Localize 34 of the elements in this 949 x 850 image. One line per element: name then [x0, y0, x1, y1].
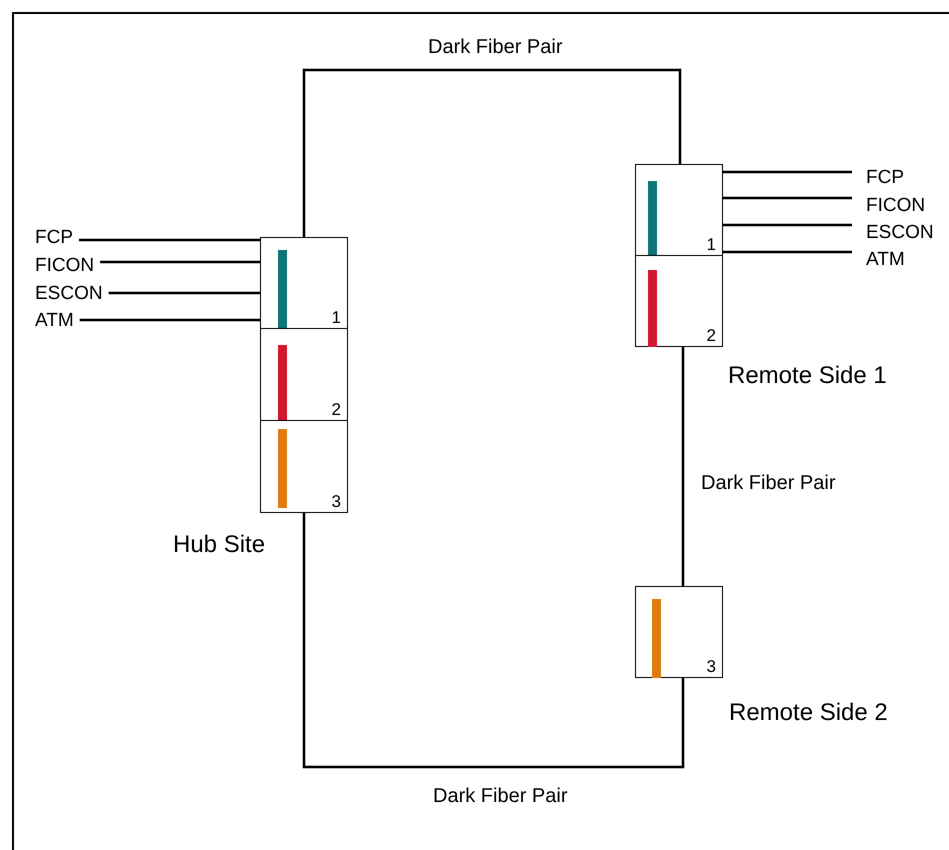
slot-number: 1 [706, 236, 716, 254]
protocol-label: FCP [852, 167, 947, 189]
signal-line [723, 196, 852, 200]
slot-box [635, 255, 723, 347]
fiber-line [682, 347, 684, 586]
signal-line [79, 238, 260, 242]
protocol-label: FICON [852, 195, 947, 217]
site-label: Hub Site [173, 531, 266, 559]
site-label: Remote Side 2 [729, 699, 888, 727]
slot-number: 3 [706, 658, 716, 676]
slot-number: 1 [332, 309, 341, 327]
signal-line [108, 292, 260, 294]
fiber-line [302, 68, 682, 237]
protocol-label: ESCON [35, 283, 130, 305]
signal-line [723, 224, 852, 226]
protocol-label: ATM [35, 310, 130, 332]
signal-line [80, 318, 260, 322]
slot-number: 2 [332, 401, 341, 419]
protocol-label: FICON [35, 255, 130, 277]
slot-box [260, 328, 348, 421]
slot-box [260, 237, 348, 329]
protocol-label: FCP [35, 227, 130, 249]
fiber-line [302, 513, 684, 768]
slot-number: 3 [332, 493, 341, 511]
slot-box [635, 586, 723, 678]
protocol-label: ATM [852, 249, 947, 271]
slot-box [635, 164, 723, 256]
signal-line [723, 170, 852, 174]
slot-box [260, 420, 348, 513]
signal-line [100, 260, 260, 264]
protocol-label: ESCON [852, 222, 947, 244]
signal-line [723, 250, 852, 254]
site-label: Remote Side 1 [728, 362, 887, 390]
slot-number: 2 [706, 327, 716, 345]
